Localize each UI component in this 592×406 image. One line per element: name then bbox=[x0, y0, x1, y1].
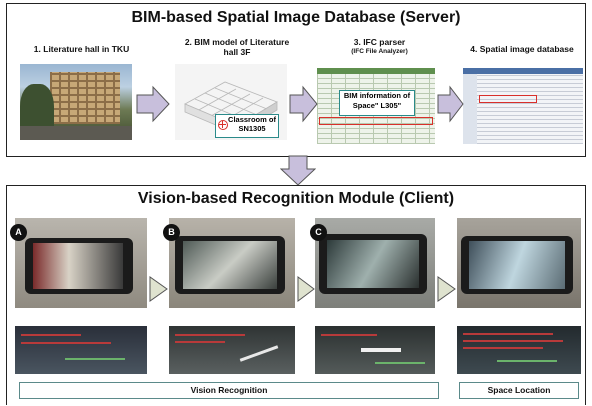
step-1-label: 1. Literature hall in TKU bbox=[33, 44, 130, 54]
badge-c: C bbox=[310, 224, 327, 241]
bim-callout: Classroom of SN1305 bbox=[215, 114, 279, 138]
badge-b: B bbox=[163, 224, 180, 241]
phone-photo-b bbox=[169, 218, 295, 308]
step-3-text: 3. IFC parser bbox=[353, 37, 406, 47]
ifc-parser-screenshot: BIM information of Space" L305" bbox=[317, 68, 435, 144]
step-2-text: 2. BIM model of Literature hall 3F bbox=[184, 37, 290, 57]
client-title: Vision-based Recognition Module (Client) bbox=[137, 190, 455, 207]
arrow-1-2 bbox=[136, 85, 170, 123]
arrow-a-b bbox=[149, 276, 168, 302]
phone-photo-c bbox=[315, 218, 435, 308]
ifc-callout: BIM information of Space" L305" bbox=[339, 90, 415, 116]
arrow-b-c bbox=[297, 276, 315, 302]
client-arrows bbox=[149, 276, 456, 302]
arrow-c-loc bbox=[437, 276, 456, 302]
recognition-frame-a bbox=[15, 326, 147, 374]
phone-photo-a bbox=[15, 218, 147, 308]
step-4-label: 4. Spatial image database bbox=[470, 44, 574, 54]
vision-recognition-label: Vision Recognition bbox=[19, 382, 439, 399]
space-location-label: Space Location bbox=[459, 382, 579, 399]
database-highlight-row bbox=[479, 95, 537, 103]
arrow-2-3 bbox=[289, 85, 318, 123]
recognition-frame-b bbox=[169, 326, 295, 374]
server-arrows bbox=[136, 85, 464, 123]
spatial-database-screenshot bbox=[463, 68, 583, 144]
arrow-3-4 bbox=[437, 85, 464, 123]
badge-a: A bbox=[10, 224, 27, 241]
server-to-client-arrow bbox=[280, 155, 316, 186]
step-3-sub: (IFC File Analyzer) bbox=[351, 48, 408, 55]
server-title: BIM-based Spatial Image Database (Server… bbox=[131, 9, 461, 26]
recognition-frame-c bbox=[315, 326, 435, 374]
ifc-highlight-row bbox=[319, 117, 433, 125]
bim-model-image: Classroom of SN1305 bbox=[175, 64, 287, 140]
ifc-callout-text: BIM information of Space" L305" bbox=[343, 91, 411, 110]
location-marker-icon bbox=[218, 120, 228, 130]
bim-callout-text: Classroom of SN1305 bbox=[228, 115, 276, 133]
step-3-label: 3. IFC parser (IFC File Analyzer) bbox=[322, 37, 437, 57]
phone-photo-location bbox=[457, 218, 581, 308]
literature-hall-photo bbox=[20, 64, 132, 140]
client-panel: Vision-based Recognition Module (Client)… bbox=[6, 185, 586, 405]
recognition-frame-location bbox=[457, 326, 581, 374]
step-2-label: 2. BIM model of Literature hall 3F bbox=[182, 37, 292, 57]
server-panel: BIM-based Spatial Image Database (Server… bbox=[6, 3, 586, 157]
